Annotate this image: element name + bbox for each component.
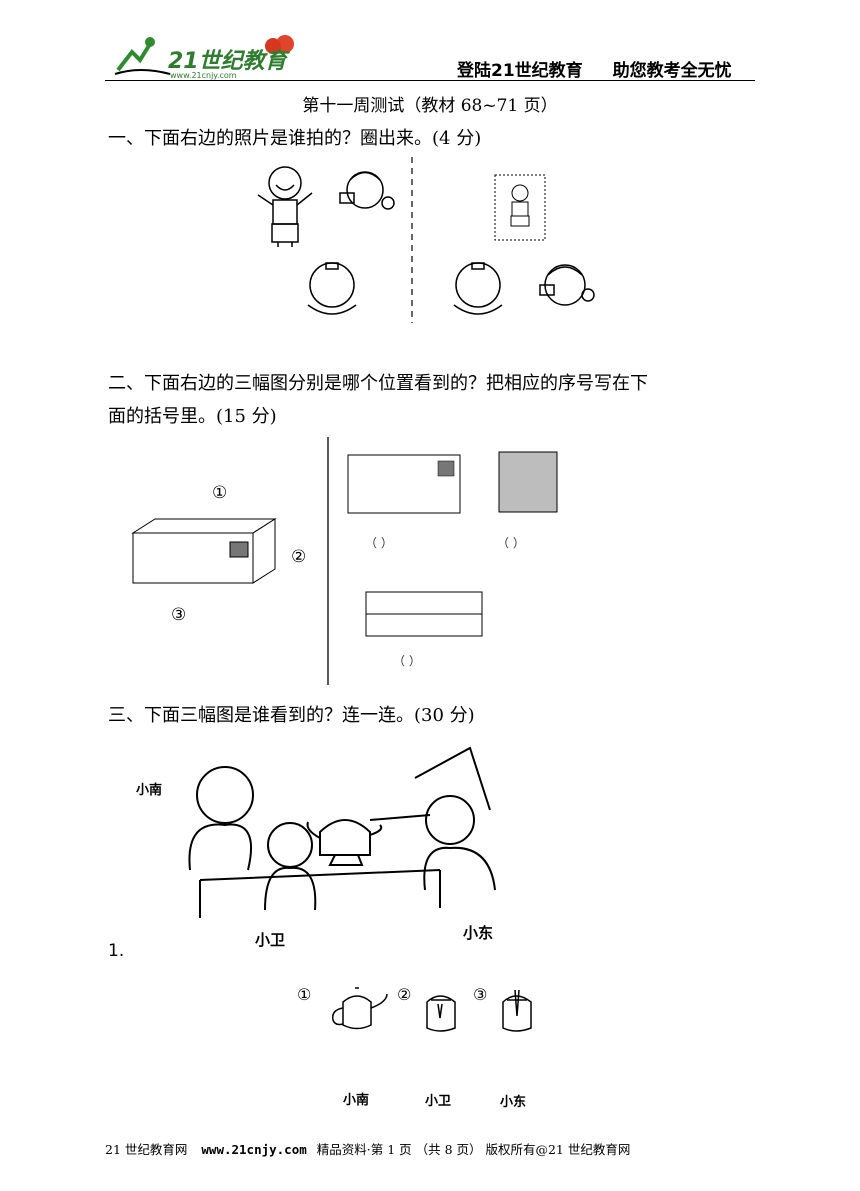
question-1-figure (240, 155, 620, 330)
question-2-text-line2: 面的括号里。(15 分) (108, 406, 277, 427)
question-2-text-line1: 二、下面右边的三幅图分别是哪个位置看到的？把相应的序号写在下 (108, 373, 648, 394)
teapot-view-2 (426, 995, 456, 1032)
page-title: 第十一周测试（教材 68~71 页） (302, 96, 558, 116)
scene-label-xiaonan: 小南 (136, 782, 162, 798)
site-name: 登陆21世纪教育 (457, 61, 583, 81)
girl-camera-right-figure (539, 264, 595, 306)
site-logo: 21世纪教育 www.21cnjy.com (110, 30, 310, 82)
xiaonan-head (196, 766, 254, 824)
scene-label-xiaodong: 小东 (463, 924, 493, 942)
footer-url[interactable]: www.21cnjy.com (201, 1142, 307, 1157)
page-footer: 21 世纪教育网 www.21cnjy.com 精品资料·第 1 页 （共 8 页）… (105, 1139, 630, 1158)
answer-label-xiaowei: 小卫 (425, 1094, 452, 1109)
teapot-mark-2: ② (397, 985, 411, 1004)
mark-1: ① (212, 483, 227, 503)
logo-url: www.21cnjy.com (170, 71, 237, 80)
question-3-text: 三、下面三幅图是谁看到的？连一连。(30 分) (108, 705, 475, 726)
footer-site: 21 世纪教育网 (105, 1142, 188, 1157)
answer-label-xiaodong: 小东 (500, 1095, 527, 1110)
teapot-view-1 (331, 987, 388, 1030)
slogan: 助您教考全无忧 (612, 61, 732, 81)
teapot-mark-1: ① (297, 985, 311, 1004)
sub-question-number: 1. (108, 941, 125, 961)
tea-table-scene: 小南 小卫 小东 (130, 740, 530, 950)
scene-label-xiaowei: 小卫 (255, 931, 285, 949)
teapot-mark-3: ③ (473, 985, 487, 1004)
header-divider (105, 80, 755, 81)
logo-text: 21世纪教育 (168, 48, 291, 74)
paren-b: （ ） (497, 536, 525, 550)
teapot-view-3 (502, 989, 532, 1032)
back-of-head-right-figure (453, 262, 503, 315)
photo-frame (494, 174, 546, 241)
back-of-head-figure (307, 262, 357, 315)
view-b (498, 451, 558, 513)
header-tagline: 登陆21世纪教育 助您教考全无忧 (457, 56, 732, 81)
paren-a: （ ） (365, 536, 393, 550)
girl-camera-figure (339, 171, 395, 210)
paren-c: （ ） (393, 654, 421, 668)
mark-2: ② (291, 547, 306, 567)
teapot-views: ① ② ③ (295, 980, 555, 1050)
box-3d (131, 518, 277, 584)
question-2-figure: ① ② ③ （ ） （ ） （ ） (125, 435, 585, 690)
question-1-text: 一、下面右边的照片是谁拍的？圈出来。(4 分) (108, 128, 482, 149)
boy-posing-figure (257, 166, 313, 247)
answer-label-xiaonan: 小南 (343, 1093, 370, 1108)
footer-info: 精品资料·第 1 页 （共 8 页） 版权所有@21 世纪教育网 (316, 1142, 631, 1157)
mark-3: ③ (171, 605, 186, 625)
